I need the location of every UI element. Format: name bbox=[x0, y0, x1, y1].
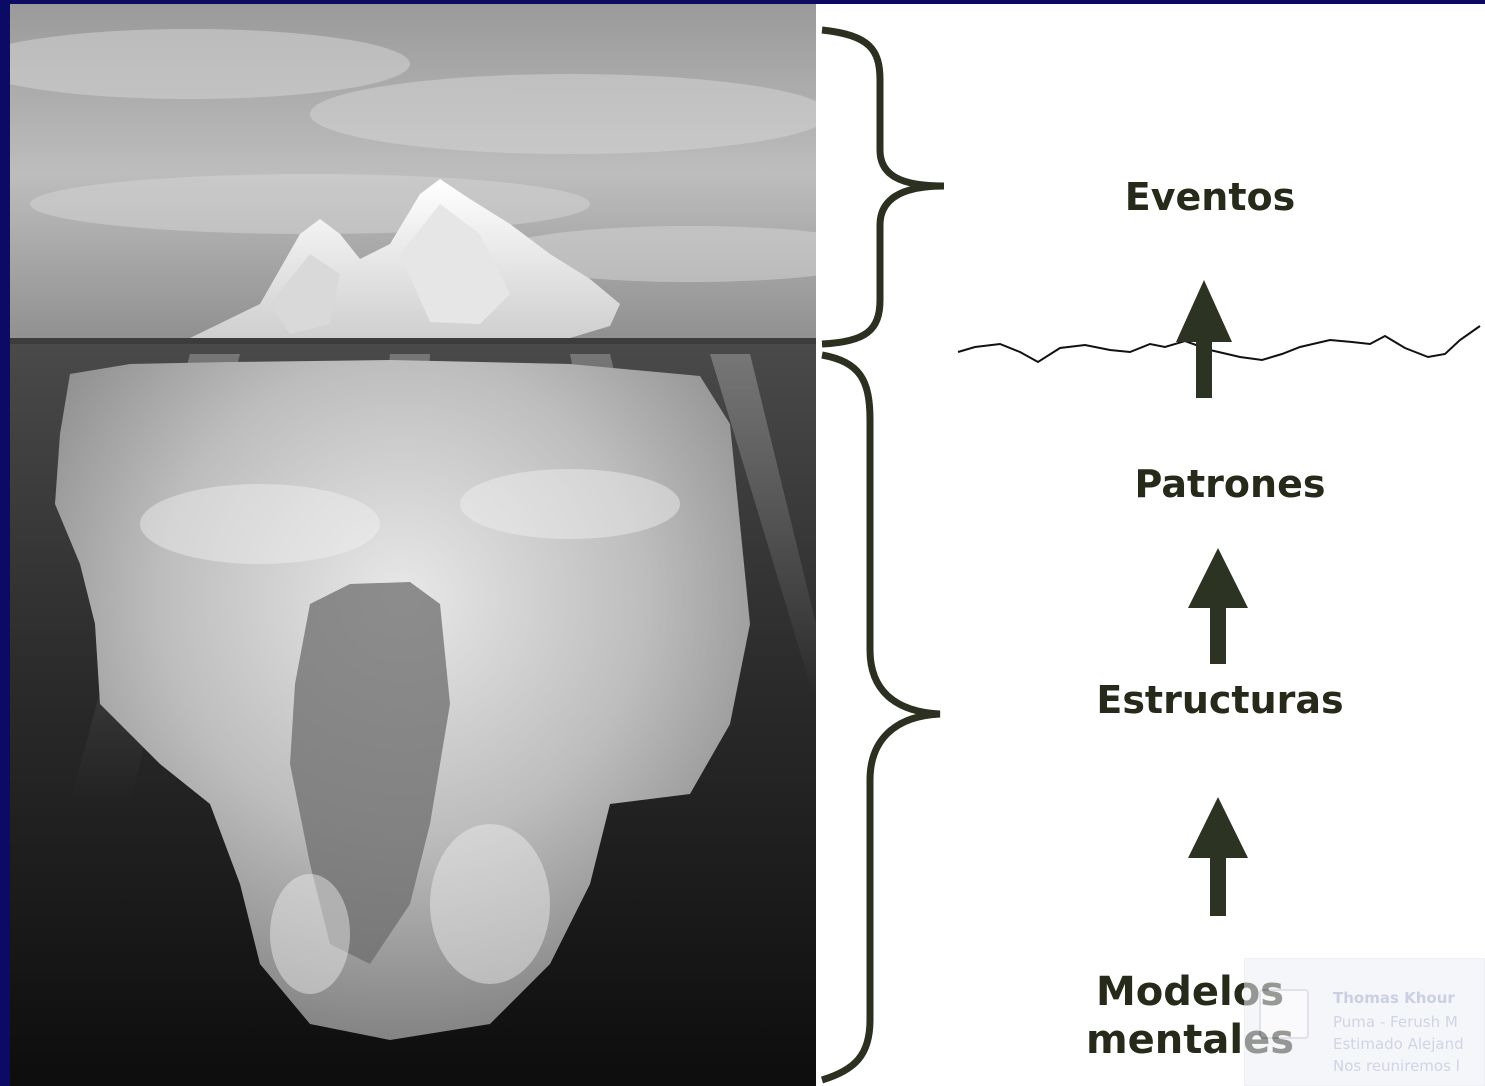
arrow-up-icon bbox=[1188, 797, 1248, 916]
avatar bbox=[1259, 989, 1309, 1039]
label-patrones: Patrones bbox=[1134, 462, 1326, 506]
label-estructuras: Estructuras bbox=[1096, 678, 1344, 722]
notification-text-line: Estimado Alejand bbox=[1333, 1035, 1464, 1053]
label-eventos: Eventos bbox=[1124, 175, 1296, 219]
arrow-up-icon bbox=[1188, 548, 1248, 664]
notification-text-line: Puma - Ferush M bbox=[1333, 1013, 1458, 1031]
lower-brace bbox=[820, 351, 941, 1084]
arrow-up-icon bbox=[1176, 280, 1232, 398]
upper-brace bbox=[821, 26, 945, 348]
waterline bbox=[957, 325, 1481, 364]
notification-text-line: Nos reuniremos l bbox=[1333, 1057, 1460, 1075]
iceberg-photo bbox=[10, 4, 816, 1086]
notification-popup[interactable]: Thomas Khour Puma - Ferush M Estimado Al… bbox=[1244, 958, 1485, 1086]
notification-sender: Thomas Khour bbox=[1333, 989, 1455, 1007]
